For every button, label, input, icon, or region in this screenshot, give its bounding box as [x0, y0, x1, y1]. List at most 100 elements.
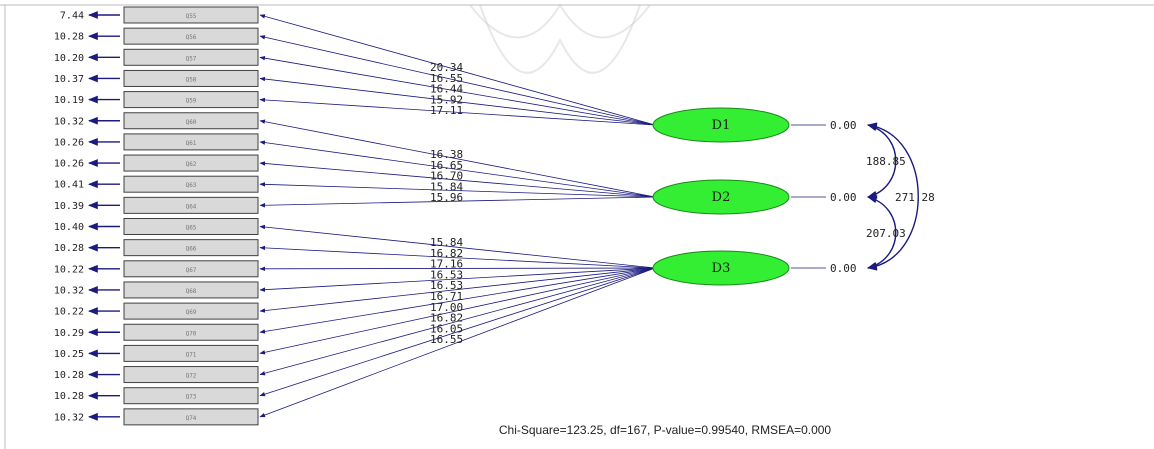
observed-box: [123, 218, 259, 235]
error-variance: 10.22: [54, 264, 84, 275]
loading-path: [259, 267, 656, 334]
loading-path: [259, 224, 656, 269]
observed-label: Q58: [186, 76, 197, 83]
loading-path: [259, 267, 656, 397]
factor-covariances: 188.85 207.03 271.28: [866, 122, 935, 271]
observed-variables: Q557.44Q5610.28Q5710.20Q5810.37Q5910.19Q…: [54, 6, 259, 426]
observed-box: [123, 175, 259, 193]
loading-path: [259, 267, 656, 292]
observed-label: Q71: [186, 351, 197, 358]
loading-value: 16.53: [430, 268, 463, 281]
covariance-curve: [867, 123, 897, 199]
loading-value: 16.05: [430, 322, 463, 335]
covariance-value: 207.03: [866, 227, 906, 240]
error-variance: 10.39: [54, 201, 84, 212]
error-variance: 10.28: [54, 243, 84, 254]
error-variance: 10.28: [54, 391, 84, 402]
observed-label: Q57: [186, 55, 197, 62]
loading-value: 16.65: [430, 159, 463, 172]
loading-path: [259, 245, 656, 269]
loading-value: 17.00: [430, 301, 463, 314]
observed-variable: Q56 10.28: [54, 27, 259, 45]
observed-box: [123, 154, 259, 172]
loading-path: [259, 76, 656, 126]
observed-label: Q72: [186, 373, 197, 380]
latent-ellipse: [652, 250, 790, 286]
loading-path: [259, 55, 656, 126]
covariance-value: 271.28: [895, 191, 935, 204]
latent-variance: 0.00: [830, 191, 857, 204]
observed-box: [123, 133, 259, 151]
observed-box: [123, 387, 259, 405]
loading-path: [259, 267, 656, 418]
error-variance: 10.28: [54, 370, 84, 381]
loading-value: 16.55: [430, 333, 463, 346]
loading-path: [259, 182, 656, 198]
observed-box: [123, 48, 259, 66]
latent-variance: 0.00: [830, 262, 857, 275]
observed-box: [123, 69, 259, 87]
factor-loadings: 20.3416.5516.4415.9217.1116.3816.6516.70…: [259, 14, 656, 418]
observed-label: Q59: [186, 98, 197, 105]
observed-box: [123, 281, 259, 299]
loading-value: 17.11: [430, 104, 463, 117]
loading-path: [259, 267, 656, 376]
observed-variable: Q72 10.28: [54, 366, 259, 384]
error-variance: 10.26: [54, 159, 84, 170]
covariance-curve: [867, 122, 919, 271]
error-variance: 10.29: [54, 328, 84, 339]
error-variance: 10.40: [54, 222, 84, 233]
loading-value: 15.84: [430, 180, 463, 193]
observed-label: Q56: [186, 34, 197, 41]
loading-path: [259, 97, 656, 126]
latent-label: D2: [712, 190, 731, 205]
latent-ellipse: [652, 179, 790, 215]
observed-label: Q69: [186, 309, 197, 316]
loading-path: [259, 267, 656, 355]
loading-value: 16.38: [430, 148, 463, 161]
observed-label: Q60: [186, 119, 197, 126]
observed-variable: Q63 10.41: [54, 175, 259, 193]
observed-box: [123, 344, 259, 362]
latent-ellipse: [652, 107, 790, 143]
latent-d2: D2 0.00: [652, 179, 857, 215]
observed-box: [123, 302, 259, 320]
observed-box: [123, 6, 259, 24]
loading-path: [259, 140, 656, 198]
observed-box: [123, 91, 259, 109]
loading-value: 16.70: [430, 170, 463, 183]
loading-path: [259, 266, 656, 272]
observed-label: Q74: [186, 415, 197, 422]
error-variance: 10.20: [54, 53, 84, 64]
observed-label: Q63: [186, 182, 197, 189]
observed-box: [123, 27, 259, 45]
error-variance: 7.44: [60, 11, 84, 22]
observed-box: [123, 112, 259, 130]
error-variance: 10.22: [54, 307, 84, 318]
fit-statistics: Chi-Square=123.25, df=167, P-value=0.995…: [499, 423, 832, 437]
observed-variable: Q74 10.32: [54, 408, 259, 426]
observed-label: Q70: [186, 330, 197, 337]
error-variance: 10.41: [54, 180, 84, 191]
observed-box: [123, 239, 259, 257]
loading-value: 20.34: [430, 61, 463, 74]
error-variance: 10.28: [54, 32, 84, 43]
error-variance: 10.32: [54, 412, 84, 423]
loading-value: 16.55: [430, 72, 463, 85]
observed-variable: Q69 10.22: [54, 302, 259, 320]
loading-path: [259, 267, 656, 313]
observed-label: Q73: [186, 394, 197, 401]
covariance-value: 188.85: [866, 155, 906, 168]
